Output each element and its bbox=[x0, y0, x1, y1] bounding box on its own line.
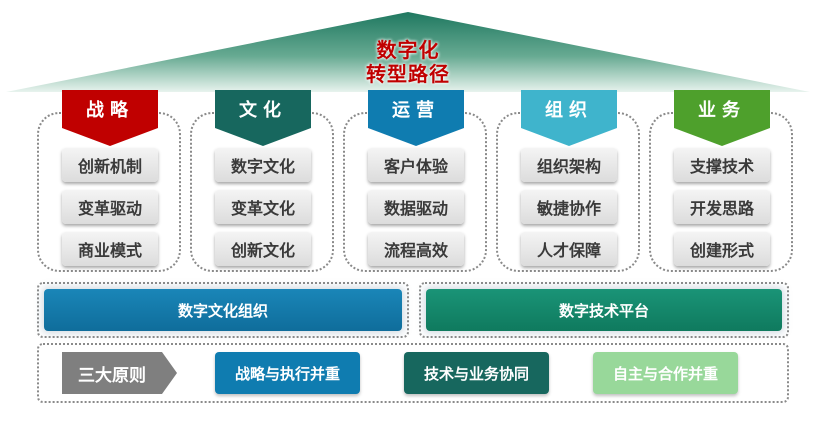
pillar-organization-item: 组织架构 bbox=[521, 148, 617, 182]
pillar-business-item: 支撑技术 bbox=[674, 148, 770, 182]
principle-strategy-execution: 战略与执行并重 bbox=[215, 352, 360, 394]
pillar-operations-item: 客户体验 bbox=[368, 148, 464, 182]
platform-digital-tech: 数字技术平台 bbox=[426, 289, 782, 331]
pillar-organization-banner bbox=[521, 90, 617, 146]
pillar-strategy-banner bbox=[62, 90, 158, 146]
principles-frame bbox=[37, 343, 789, 403]
pillar-organization-label: 组织 bbox=[545, 100, 593, 121]
pillar-strategy-item: 变革驱动 bbox=[62, 190, 158, 224]
pillar-business-item: 开发思路 bbox=[674, 190, 770, 224]
principles-label-arrow bbox=[62, 352, 177, 394]
principle-autonomy-cooperation: 自主与合作并重 bbox=[593, 352, 738, 394]
principles-label: 三大原则 bbox=[78, 365, 146, 386]
pillar-culture-banner bbox=[215, 90, 311, 146]
pillar-organization-item: 敏捷协作 bbox=[521, 190, 617, 224]
pillar-operations-banner bbox=[368, 90, 464, 146]
pillar-business-item: 创建形式 bbox=[674, 232, 770, 266]
pillar-business-label: 业务 bbox=[698, 100, 746, 121]
pillar-strategy-item: 创新机制 bbox=[62, 148, 158, 182]
pillar-business-banner bbox=[674, 90, 770, 146]
principle-tech-business: 技术与业务协同 bbox=[404, 352, 549, 394]
pillar-operations-item: 流程高效 bbox=[368, 232, 464, 266]
pillar-culture-item: 创新文化 bbox=[215, 232, 311, 266]
pillar-culture-item: 变革文化 bbox=[215, 190, 311, 224]
platform-digital-culture: 数字文化组织 bbox=[44, 289, 402, 331]
platform-tech-frame bbox=[419, 282, 789, 338]
roof-triangle bbox=[6, 12, 810, 92]
pillar-culture-label: 文化 bbox=[239, 100, 287, 121]
pillar-strategy-item: 商业模式 bbox=[62, 232, 158, 266]
pillar-operations-label: 运营 bbox=[392, 100, 440, 121]
pillar-culture-item: 数字文化 bbox=[215, 148, 311, 182]
roof-title-line2: 转型路径 bbox=[366, 62, 450, 86]
platform-culture-frame bbox=[37, 282, 409, 338]
pillar-operations-item: 数据驱动 bbox=[368, 190, 464, 224]
roof-title-line1: 数字化 bbox=[376, 38, 440, 62]
pillar-organization-item: 人才保障 bbox=[521, 232, 617, 266]
pillar-strategy-label: 战略 bbox=[86, 100, 134, 121]
